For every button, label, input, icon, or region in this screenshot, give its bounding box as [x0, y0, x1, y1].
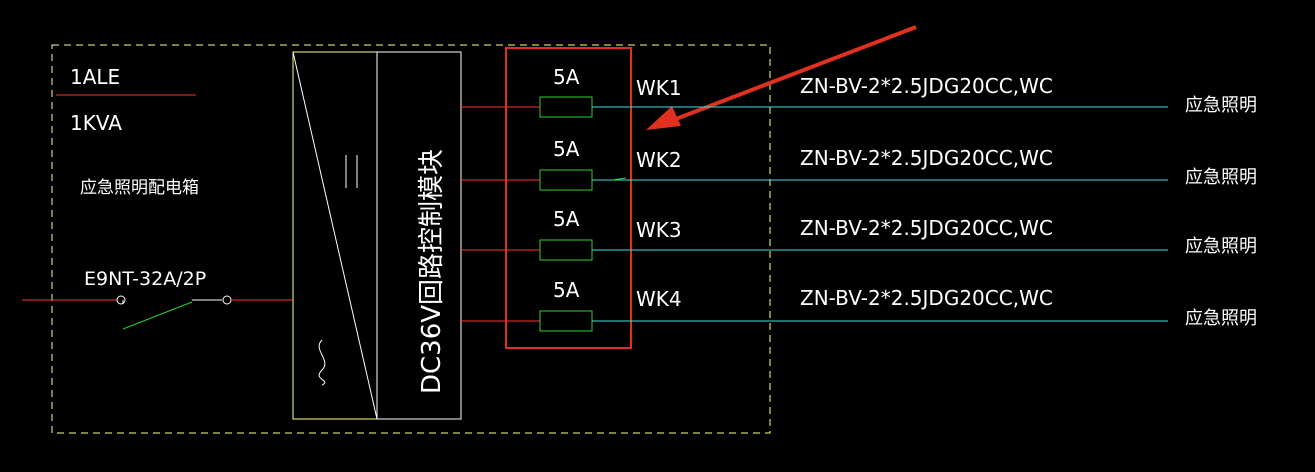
fuse-rating: 5A: [553, 278, 580, 302]
breaker-contact: [122, 301, 193, 330]
circuit-load: 应急照明: [1185, 308, 1257, 329]
circuit-id: WK1: [636, 76, 682, 100]
circuit-id: WK4: [636, 287, 682, 311]
circuit-id: WK2: [636, 148, 682, 172]
breaker-label: E9NT-32A/2P: [84, 268, 206, 290]
cable-spec: ZN-BV-2*2.5JDG20CC,WC: [800, 74, 1053, 98]
circuit-load: 应急照明: [1185, 236, 1257, 257]
panel-name: 应急照明配电箱: [80, 178, 199, 198]
breaker-terminal-out: [222, 295, 232, 305]
fuse-icon: [539, 96, 593, 118]
breaker-terminal-in: [116, 295, 126, 305]
cable-spec: ZN-BV-2*2.5JDG20CC,WC: [800, 216, 1053, 240]
circuit-id: WK3: [636, 218, 682, 242]
panel-capacity: 1KVA: [70, 111, 122, 135]
cable-spec: ZN-BV-2*2.5JDG20CC,WC: [800, 146, 1053, 170]
control-module-block: [376, 51, 462, 420]
fuse-rating: 5A: [553, 207, 580, 231]
panel-enclosure: [51, 44, 771, 434]
fuse-icon: [539, 239, 593, 261]
circuit-load: 应急照明: [1185, 167, 1257, 188]
fuse-rating: 5A: [553, 137, 580, 161]
wk2-tick: [611, 177, 627, 181]
fuse-group-highlight: [505, 47, 632, 349]
annotation-arrow-head: [646, 106, 681, 130]
ac-symbol: [318, 339, 326, 386]
cable-spec: ZN-BV-2*2.5JDG20CC,WC: [800, 286, 1053, 310]
circuit-load: 应急照明: [1185, 95, 1257, 116]
panel-id: 1ALE: [70, 65, 120, 89]
fuse-icon: [539, 169, 593, 191]
fuse-icon: [539, 310, 593, 332]
fuse-rating: 5A: [553, 65, 580, 89]
annotation-arrow-shaft: [667, 25, 917, 124]
control-module-label: DC36V回路控制模块: [417, 149, 447, 394]
converter-diagonal: [292, 51, 378, 420]
